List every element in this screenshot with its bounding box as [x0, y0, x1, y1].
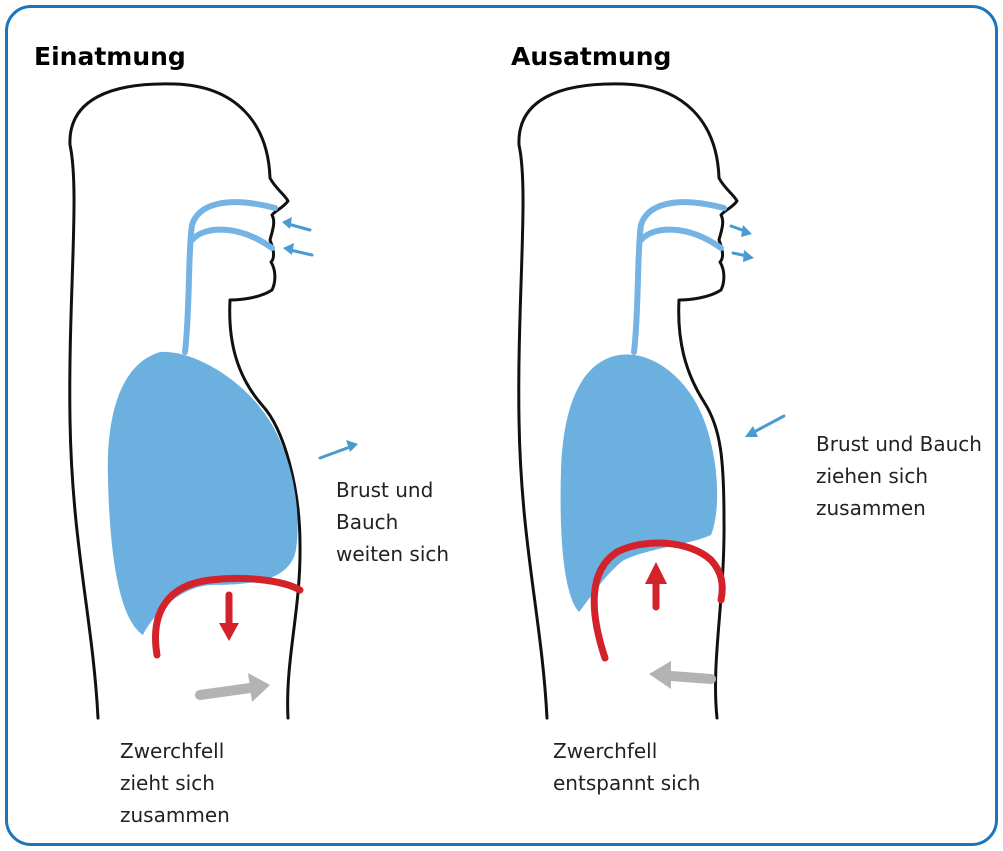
inhale-chest-label-line: Bauch [336, 506, 449, 538]
exhale-muscle-arrow [649, 661, 711, 689]
inhale-figure [70, 84, 358, 718]
exhale-air-arrows [731, 225, 754, 262]
exhale-chest-label: Brust und Bauch ziehen sich zusammen [816, 428, 982, 524]
exhale-diaphragm-arrow-up [645, 562, 667, 607]
inhale-diaphragm-arrow-down [219, 595, 239, 641]
inhale-chest-label-line: Brust und [336, 474, 449, 506]
exhale-title: Ausatmung [511, 42, 671, 71]
exhale-diaphragm-label-line: Zwerchfell [553, 735, 700, 767]
exhale-chest-label-line: ziehen sich [816, 460, 982, 492]
inhale-chest-label-line: weiten sich [336, 538, 449, 570]
inhale-diaphragm-label-line: Zwerchfell [120, 735, 230, 767]
inhale-muscle-arrow [200, 673, 270, 702]
inhale-air-arrows [282, 217, 312, 255]
exhale-lung [561, 354, 718, 612]
inhale-diaphragm-label: Zwerchfell zieht sich zusammen [120, 735, 230, 831]
exhale-chest-arrow [745, 416, 784, 437]
inhale-diaphragm-label-line: zieht sich [120, 767, 230, 799]
inhale-chest-arrow [320, 440, 358, 458]
inhale-lung [108, 352, 298, 635]
inhale-title: Einatmung [34, 42, 186, 71]
exhale-diaphragm-label: Zwerchfell entspannt sich [553, 735, 700, 799]
inhale-diaphragm-label-line: zusammen [120, 799, 230, 831]
exhale-diaphragm-label-line: entspannt sich [553, 767, 700, 799]
exhale-chest-label-line: Brust und Bauch [816, 428, 982, 460]
exhale-chest-label-line: zusammen [816, 492, 982, 524]
exhale-figure [519, 84, 784, 718]
inhale-chest-label: Brust und Bauch weiten sich [336, 474, 449, 570]
